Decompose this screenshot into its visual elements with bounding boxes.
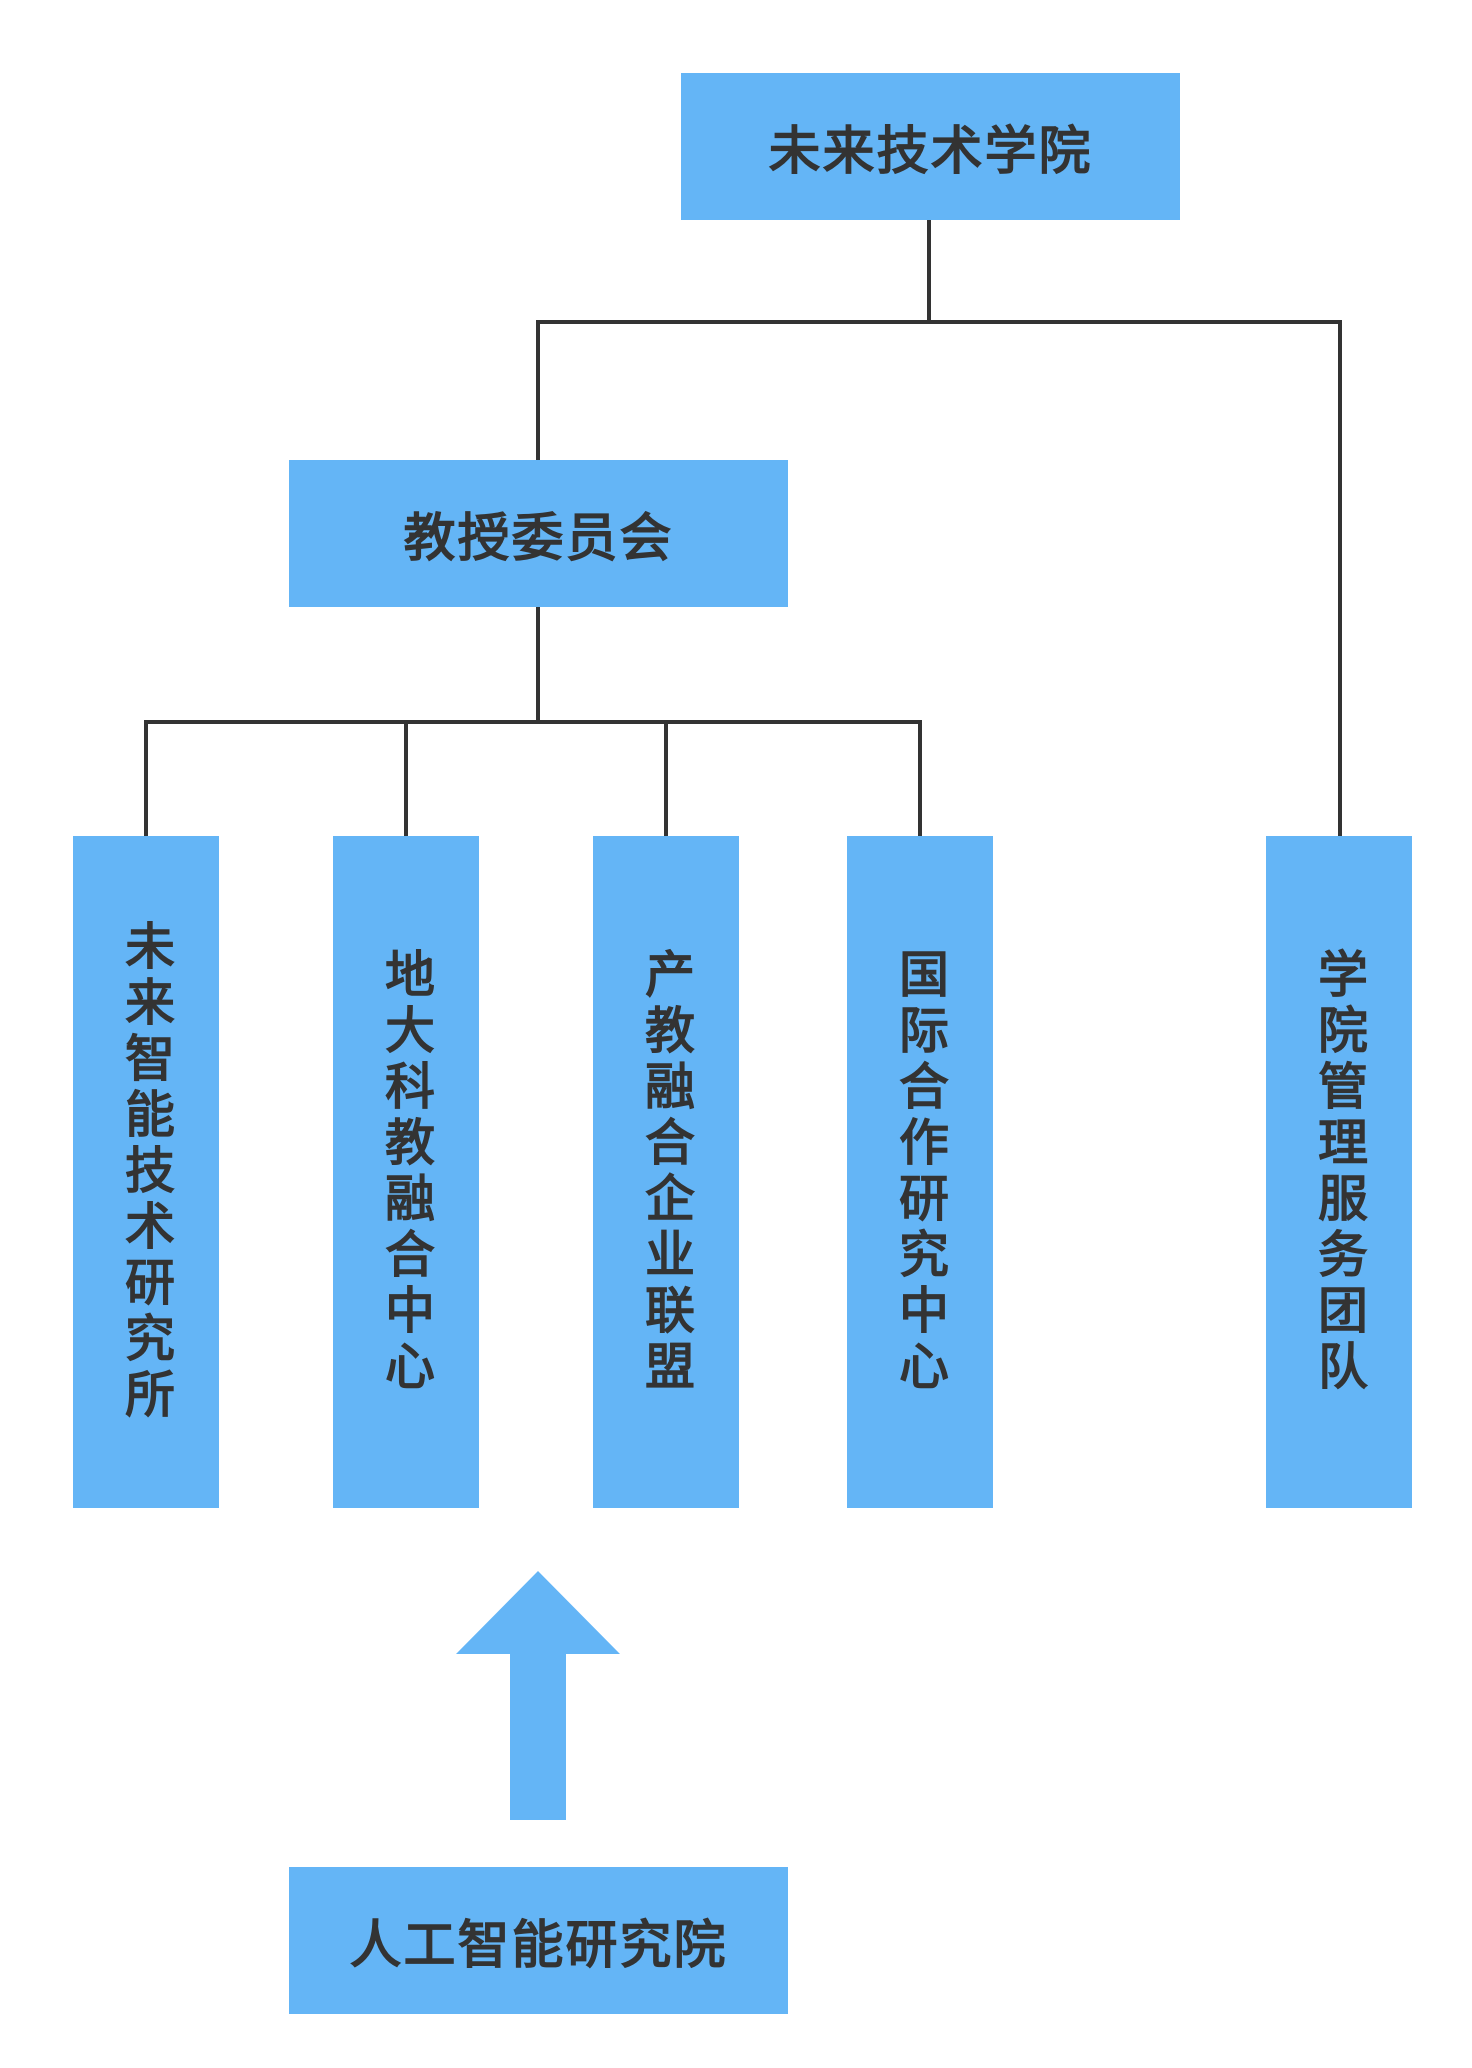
unit-node-4-label: 国际合作研究中心 <box>891 948 949 1396</box>
root-node-label: 未来技术学院 <box>768 122 1093 182</box>
service-team-node: 学院管理服务团队 <box>1266 836 1412 1508</box>
source-node: 人工智能研究院 <box>289 1867 788 2014</box>
unit-node-3: 产教融合企业联盟 <box>593 836 739 1508</box>
professor-committee-label: 教授委员会 <box>403 509 674 569</box>
unit-node-1: 未来智能技术研究所 <box>73 836 219 1508</box>
unit-node-2: 地大科教融合中心 <box>333 836 479 1508</box>
root-node: 未来技术学院 <box>681 73 1180 220</box>
service-team-label: 学院管理服务团队 <box>1310 948 1368 1396</box>
unit-node-2-label: 地大科教融合中心 <box>377 948 435 1396</box>
unit-node-4: 国际合作研究中心 <box>847 836 993 1508</box>
unit-node-3-label: 产教融合企业联盟 <box>637 948 695 1396</box>
professor-committee-node: 教授委员会 <box>289 460 788 607</box>
up-arrow <box>456 1571 620 1820</box>
unit-node-1-label: 未来智能技术研究所 <box>117 920 175 1424</box>
source-node-label: 人工智能研究院 <box>349 1916 728 1976</box>
